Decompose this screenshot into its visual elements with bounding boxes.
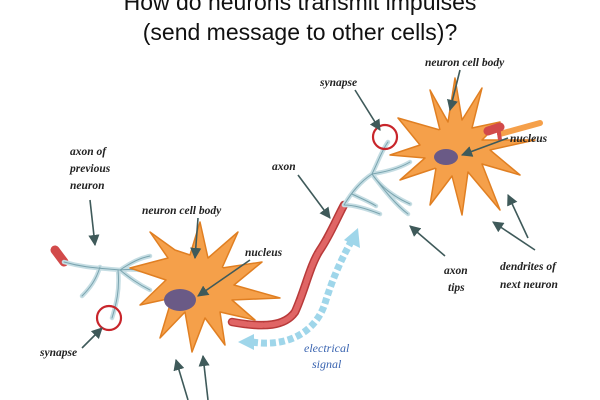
label-synapse-bottom: synapse: [39, 347, 77, 359]
nucleus-next: [434, 149, 458, 165]
page-title-line-1: How do neurons transmit impulses: [123, 0, 477, 15]
label-neuron-cell-body: neuron cell body: [142, 205, 222, 217]
label-axon: axon: [272, 161, 296, 173]
synapse-circle-top: [371, 123, 399, 151]
label-axon-previous-3: neuron: [70, 180, 105, 192]
page-title-line-2: (send message to other cells)?: [142, 19, 458, 45]
neuron-cell-body-next: [389, 77, 543, 216]
label-axon-tips-1: axon: [444, 265, 468, 277]
axon-tips-top: [341, 139, 413, 217]
label-electrical: electrical: [304, 341, 350, 355]
label-pointer-arrows: [81, 69, 536, 400]
neuron-cell-body-main: [129, 221, 281, 353]
label-dendrites-2: next neuron: [500, 279, 558, 291]
label-signal: signal: [312, 357, 342, 371]
label-nucleus: nucleus: [245, 247, 283, 259]
label-nucleus-top: nucleus: [510, 133, 548, 145]
previous-neuron-axon-tips: [50, 245, 168, 321]
axon-myelin: [227, 200, 349, 330]
label-synapse-top: synapse: [319, 77, 357, 89]
label-dendrites-1: dendrites of: [500, 261, 557, 273]
nucleus-main: [164, 289, 196, 311]
label-axon-previous-1: axon of: [70, 146, 107, 158]
electrical-signal-arrow: [238, 228, 360, 350]
label-neuron-cell-body-top: neuron cell body: [425, 57, 505, 69]
label-axon-previous-2: previous: [69, 163, 111, 175]
label-axon-tips-2: tips: [448, 282, 465, 294]
synapse-circle-bottom: [95, 304, 123, 332]
